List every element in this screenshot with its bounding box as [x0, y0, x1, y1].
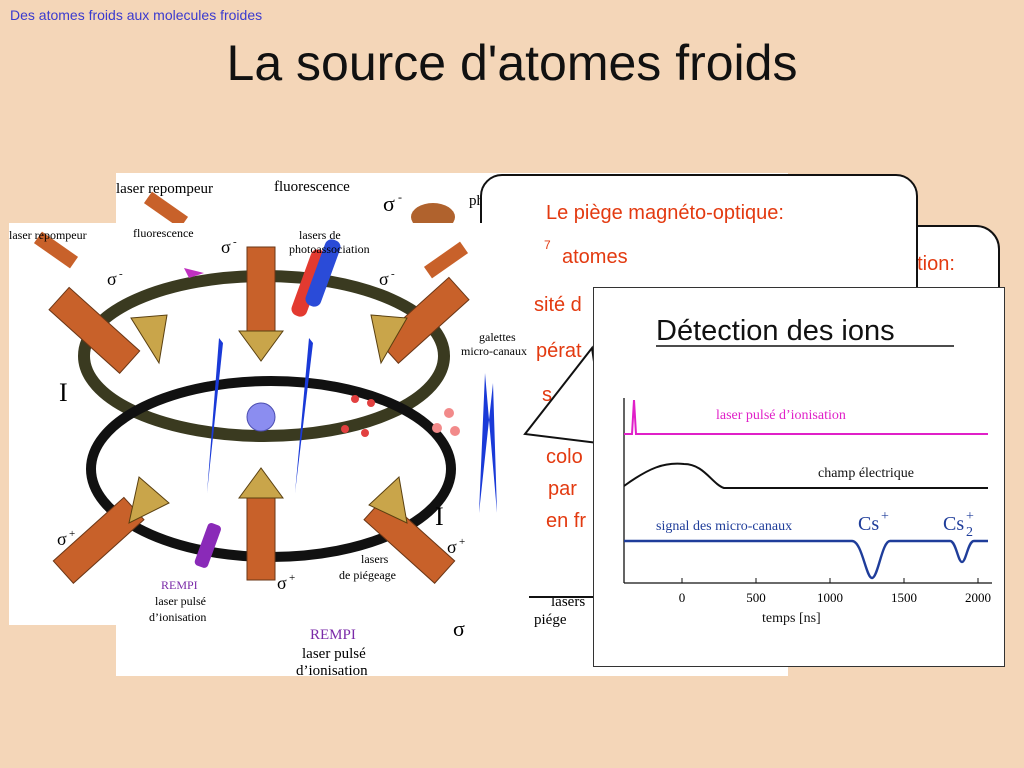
current-label-1: I	[59, 378, 68, 407]
callout-line-7: par	[548, 478, 577, 500]
rempi-label: REMPI	[161, 578, 198, 592]
back-ionisation-label: d’ionisation	[296, 663, 368, 676]
beam-blue-right	[295, 338, 313, 493]
svg-text:+: +	[459, 536, 465, 548]
back-fluorescence-label: fluorescence	[274, 179, 350, 195]
peak-cs2-label: Cs	[943, 513, 964, 535]
back-piege-partial-label: piége	[534, 612, 567, 628]
callout-line-4: pérat	[536, 340, 582, 362]
fluorescence-label: fluorescence	[133, 226, 194, 240]
cone-bottom	[238, 467, 284, 499]
x-tick-label: 500	[746, 590, 766, 605]
peak-cs2-sub: 2	[966, 525, 973, 540]
svg-text:-: -	[391, 268, 395, 280]
x-tick-label: 1000	[817, 590, 843, 605]
x-ticks: 0 500 1000 1500 2000	[679, 578, 991, 605]
cone-lower-left	[128, 476, 170, 524]
x-tick-label: 2000	[965, 590, 991, 605]
trace-field-label: champ électrique	[818, 466, 914, 481]
front-diagram: laser repompeur fluorescence σ - σ - σ -…	[9, 223, 529, 625]
sigma-minus-label-2: σ	[107, 269, 117, 289]
svg-text:-: -	[119, 268, 123, 280]
peak-cs-sup: +	[881, 509, 889, 524]
cone-lower-right	[368, 476, 408, 524]
callout-back-text: ation:	[906, 253, 955, 275]
trace-laser-label: laser pulsé d’ionisation	[716, 408, 846, 423]
callout-line-1: Le piège magnéto-optique:	[546, 202, 784, 224]
beam-lower-right	[363, 496, 456, 584]
laser-photoassoc-blue	[305, 239, 341, 307]
detection-panel: Détection des ions laser pulsé d’ionisat…	[593, 287, 1005, 667]
trace-field	[623, 462, 988, 489]
beam-upper-right	[377, 276, 470, 364]
sigma-minus-label-1: σ	[221, 237, 231, 257]
callout-line-5: s	[542, 384, 552, 406]
peak-cs2-sup: +	[966, 509, 974, 524]
beam-upper-left	[48, 286, 141, 374]
right-beam-stub	[423, 241, 469, 279]
back-lasers-partial-label: lasers	[551, 594, 585, 610]
lasers-label: lasers	[361, 552, 389, 566]
cone-top	[238, 330, 284, 362]
svg-text:-: -	[233, 236, 237, 248]
cone-upper-left	[130, 314, 168, 365]
beam-lower-left	[52, 496, 145, 584]
lasers-de-label: lasers de	[299, 228, 341, 242]
back-laser-pulse-label: laser pulsé	[302, 646, 366, 662]
cone-upper-right	[370, 314, 408, 365]
header-link[interactable]: Des atomes froids aux molecules froides	[10, 7, 263, 23]
callout-sup-7: 7	[544, 238, 551, 252]
rempi-laser	[194, 523, 221, 568]
beam-top	[246, 246, 276, 333]
trace-laser	[624, 399, 988, 435]
galette-plates	[479, 373, 497, 513]
ionisation-label: d’ionisation	[149, 610, 206, 624]
callout-line-2: atomes	[562, 246, 628, 268]
current-label-2: I	[435, 502, 444, 531]
back-laser-beam-1	[143, 191, 189, 229]
galettes-label: galettes	[479, 330, 516, 344]
back-sigma-minus-label: σ	[383, 191, 395, 216]
de-piegeage-label: de piégeage	[339, 568, 396, 582]
svg-text:-: -	[398, 190, 402, 204]
repompeur-beam	[33, 231, 79, 269]
detection-title: Détection des ions	[656, 315, 895, 347]
svg-text:+: +	[69, 528, 75, 540]
photoassociation-label: photoassociation	[289, 242, 370, 256]
x-tick-label: 0	[679, 590, 686, 605]
back-laser-repompeur-label: laser repompeur	[116, 181, 213, 197]
sigma-plus-label-3: σ	[447, 537, 457, 557]
x-axis-label: temps [ns]	[762, 611, 821, 626]
sigma-minus-label-3: σ	[379, 269, 389, 289]
peak-cs-label: Cs	[858, 513, 879, 535]
laser-pulse-label: laser pulsé	[155, 594, 206, 608]
back-rempi-label: REMPI	[310, 627, 356, 643]
beam-bottom	[246, 497, 276, 581]
fluorescence-cone	[184, 268, 204, 278]
callout-line-8: en fr	[546, 510, 587, 532]
page-title: La source d'atomes froids	[226, 35, 798, 91]
trace-signal	[624, 539, 988, 580]
trace-signal-label: signal des micro-canaux	[656, 519, 792, 534]
sigma-plus-label-2: σ	[277, 573, 287, 593]
beam-blue-left	[207, 338, 223, 493]
callout-line-3: sité d	[534, 294, 582, 316]
laser-repompeur-label: laser repompeur	[9, 228, 87, 242]
sigma-plus-label-1: σ	[57, 529, 67, 549]
svg-text:+: +	[289, 572, 295, 584]
micro-canaux-label: micro-canaux	[461, 344, 527, 358]
ion-dots	[432, 408, 460, 436]
atom-cloud	[246, 402, 276, 432]
callout-line-6: colo	[546, 446, 583, 468]
x-tick-label: 1500	[891, 590, 917, 605]
